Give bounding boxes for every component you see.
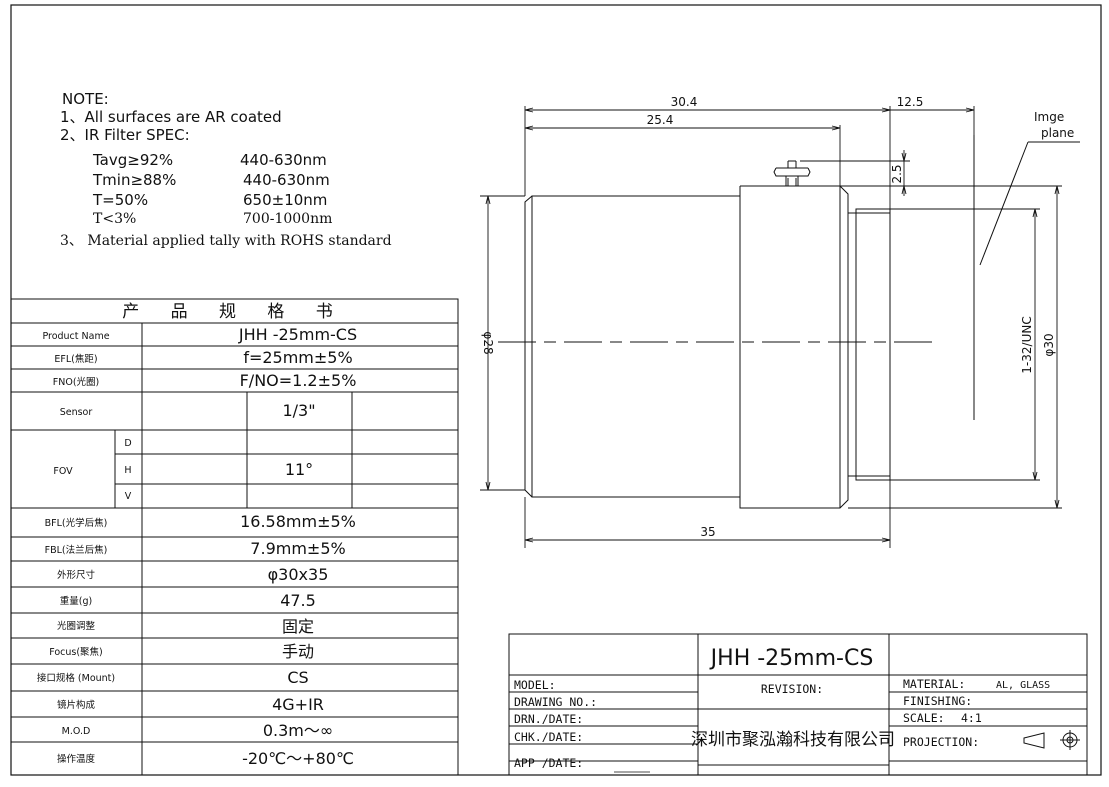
notes-heading: NOTE: [62, 90, 109, 108]
fov-h-label: H [124, 465, 131, 476]
spec-value-2: 440-630nm [243, 171, 330, 189]
tb-app-date: APP /DATE: [514, 756, 583, 770]
row-label-bfl: BFL(光学后焦) [45, 517, 108, 529]
spec-param-4: T<3% [93, 211, 136, 227]
spec-param-3: T=50% [92, 191, 148, 209]
row-label-fbl: FBL(法兰后焦) [45, 544, 108, 556]
image-plane-label-1: Imge [1034, 110, 1064, 124]
row-label-weight: 重量(g) [60, 595, 92, 607]
tb-drawing-no: DRAWING NO.: [514, 695, 597, 709]
tb-product: JHH -25mm-CS [709, 646, 874, 671]
dim-overall-top: 30.4 [671, 95, 698, 109]
spec-value-4: 700-1000nm [243, 211, 332, 227]
locking-screw [773, 160, 811, 187]
lens-rear-body [739, 185, 849, 509]
spec-param-2: Tmin≥88% [92, 171, 176, 189]
note-line-3: 3、 Material applied tally with ROHS stan… [60, 233, 392, 249]
tb-revision: REVISION: [761, 682, 823, 696]
row-label-fno: FNO(光圈) [53, 376, 99, 388]
row-label-iris: 光圈调整 [57, 620, 96, 632]
tb-chk-date: CHK./DATE: [514, 730, 583, 744]
row-value-product-name: JHH -25mm-CS [238, 325, 357, 344]
dim-length: 35 [700, 525, 715, 539]
row-label-product-name: Product Name [42, 331, 109, 342]
tb-drn-date: DRN./DATE: [514, 712, 583, 726]
fov-d-label: D [124, 438, 131, 449]
note-line-1: 1、All surfaces are AR coated [60, 108, 282, 126]
notes-block: NOTE: 1、All surfaces are AR coated 2、IR … [60, 90, 392, 249]
image-plane-label-2: plane [1041, 126, 1074, 140]
row-value-weight: 47.5 [280, 591, 316, 610]
row-value-efl: f=25mm±5% [243, 348, 352, 367]
dim-screw: 2.5 [890, 164, 904, 183]
dimension-labels: 30.4 25.4 12.5 2.5 35 φ28 1-32/UNC φ30 I… [481, 95, 1074, 539]
tb-model: MODEL: [514, 678, 556, 692]
row-value-sensor: 1/3" [282, 401, 315, 420]
spec-value-1: 440-630nm [240, 151, 327, 169]
row-value-mod: 0.3m～∞ [263, 721, 333, 740]
row-value-focus: 手动 [282, 642, 314, 661]
row-value-lens-construction: 4G+IR [272, 695, 324, 714]
note-line-2: 2、IR Filter SPEC: [60, 126, 190, 144]
spec-table-title: 产 品 规 格 书 [122, 302, 346, 322]
dim-back: 12.5 [897, 95, 924, 109]
dim-dia-left: φ28 [481, 331, 495, 354]
tb-scale-label: SCALE: [903, 711, 945, 725]
tb-finishing: FINISHING: [903, 694, 972, 708]
row-label-focus: Focus(聚焦) [49, 646, 103, 658]
dimensions [480, 106, 1062, 548]
image-plane-leader [979, 141, 1029, 266]
row-value-bfl: 16.58mm±5% [240, 512, 356, 531]
lens-front-ring [524, 195, 533, 498]
row-value-mount: CS [287, 668, 308, 687]
lens-barrel [531, 195, 741, 498]
row-label-size: 外形尺寸 [57, 569, 96, 581]
tb-material-value: AL, GLASS [996, 680, 1050, 691]
row-value-size: φ30x35 [268, 565, 329, 584]
row-label-mount: 接口规格 (Mount) [37, 672, 115, 684]
row-label-efl: EFL(焦距) [54, 353, 97, 365]
tb-company: 深圳市聚泓瀚科技有限公司 [691, 730, 895, 750]
dim-body-top: 25.4 [647, 113, 674, 127]
title-block-text: JHH -25mm-CS MODEL: REVISION: DRAWING NO… [514, 646, 1050, 770]
fov-h-value: 11° [285, 460, 313, 479]
row-label-temperature: 操作温度 [57, 753, 96, 765]
row-value-iris: 固定 [282, 617, 314, 636]
row-value-fbl: 7.9mm±5% [250, 539, 345, 558]
tb-scale-value: 4:1 [961, 711, 982, 725]
row-value-fno: F/NO=1.2±5% [240, 371, 357, 390]
tb-projection: PROJECTION: [903, 735, 979, 749]
tb-material-label: MATERIAL: [903, 677, 965, 691]
row-label-sensor: Sensor [60, 407, 93, 418]
fov-v-label: V [125, 491, 132, 502]
lens-drawing [498, 135, 1080, 509]
spec-table-text: 产 品 规 格 书 Product Name JHH -25mm-CS EFL(… [37, 302, 357, 768]
title-block [508, 633, 1088, 776]
spec-table [10, 298, 459, 776]
dim-dia-right: φ30 [1042, 333, 1056, 356]
row-value-temperature: -20℃～+80℃ [242, 749, 354, 768]
lens-mount-thread [848, 208, 891, 481]
spec-value-3: 650±10nm [243, 191, 327, 209]
projection-symbol-icon [1023, 730, 1080, 750]
row-label-fov: FOV [53, 466, 73, 477]
row-label-mod: M.O.D [62, 726, 91, 737]
dim-thread: 1-32/UNC [1020, 316, 1034, 373]
row-label-lens-construction: 镜片构成 [57, 699, 96, 711]
spec-param-1: Tavg≥92% [92, 151, 173, 169]
